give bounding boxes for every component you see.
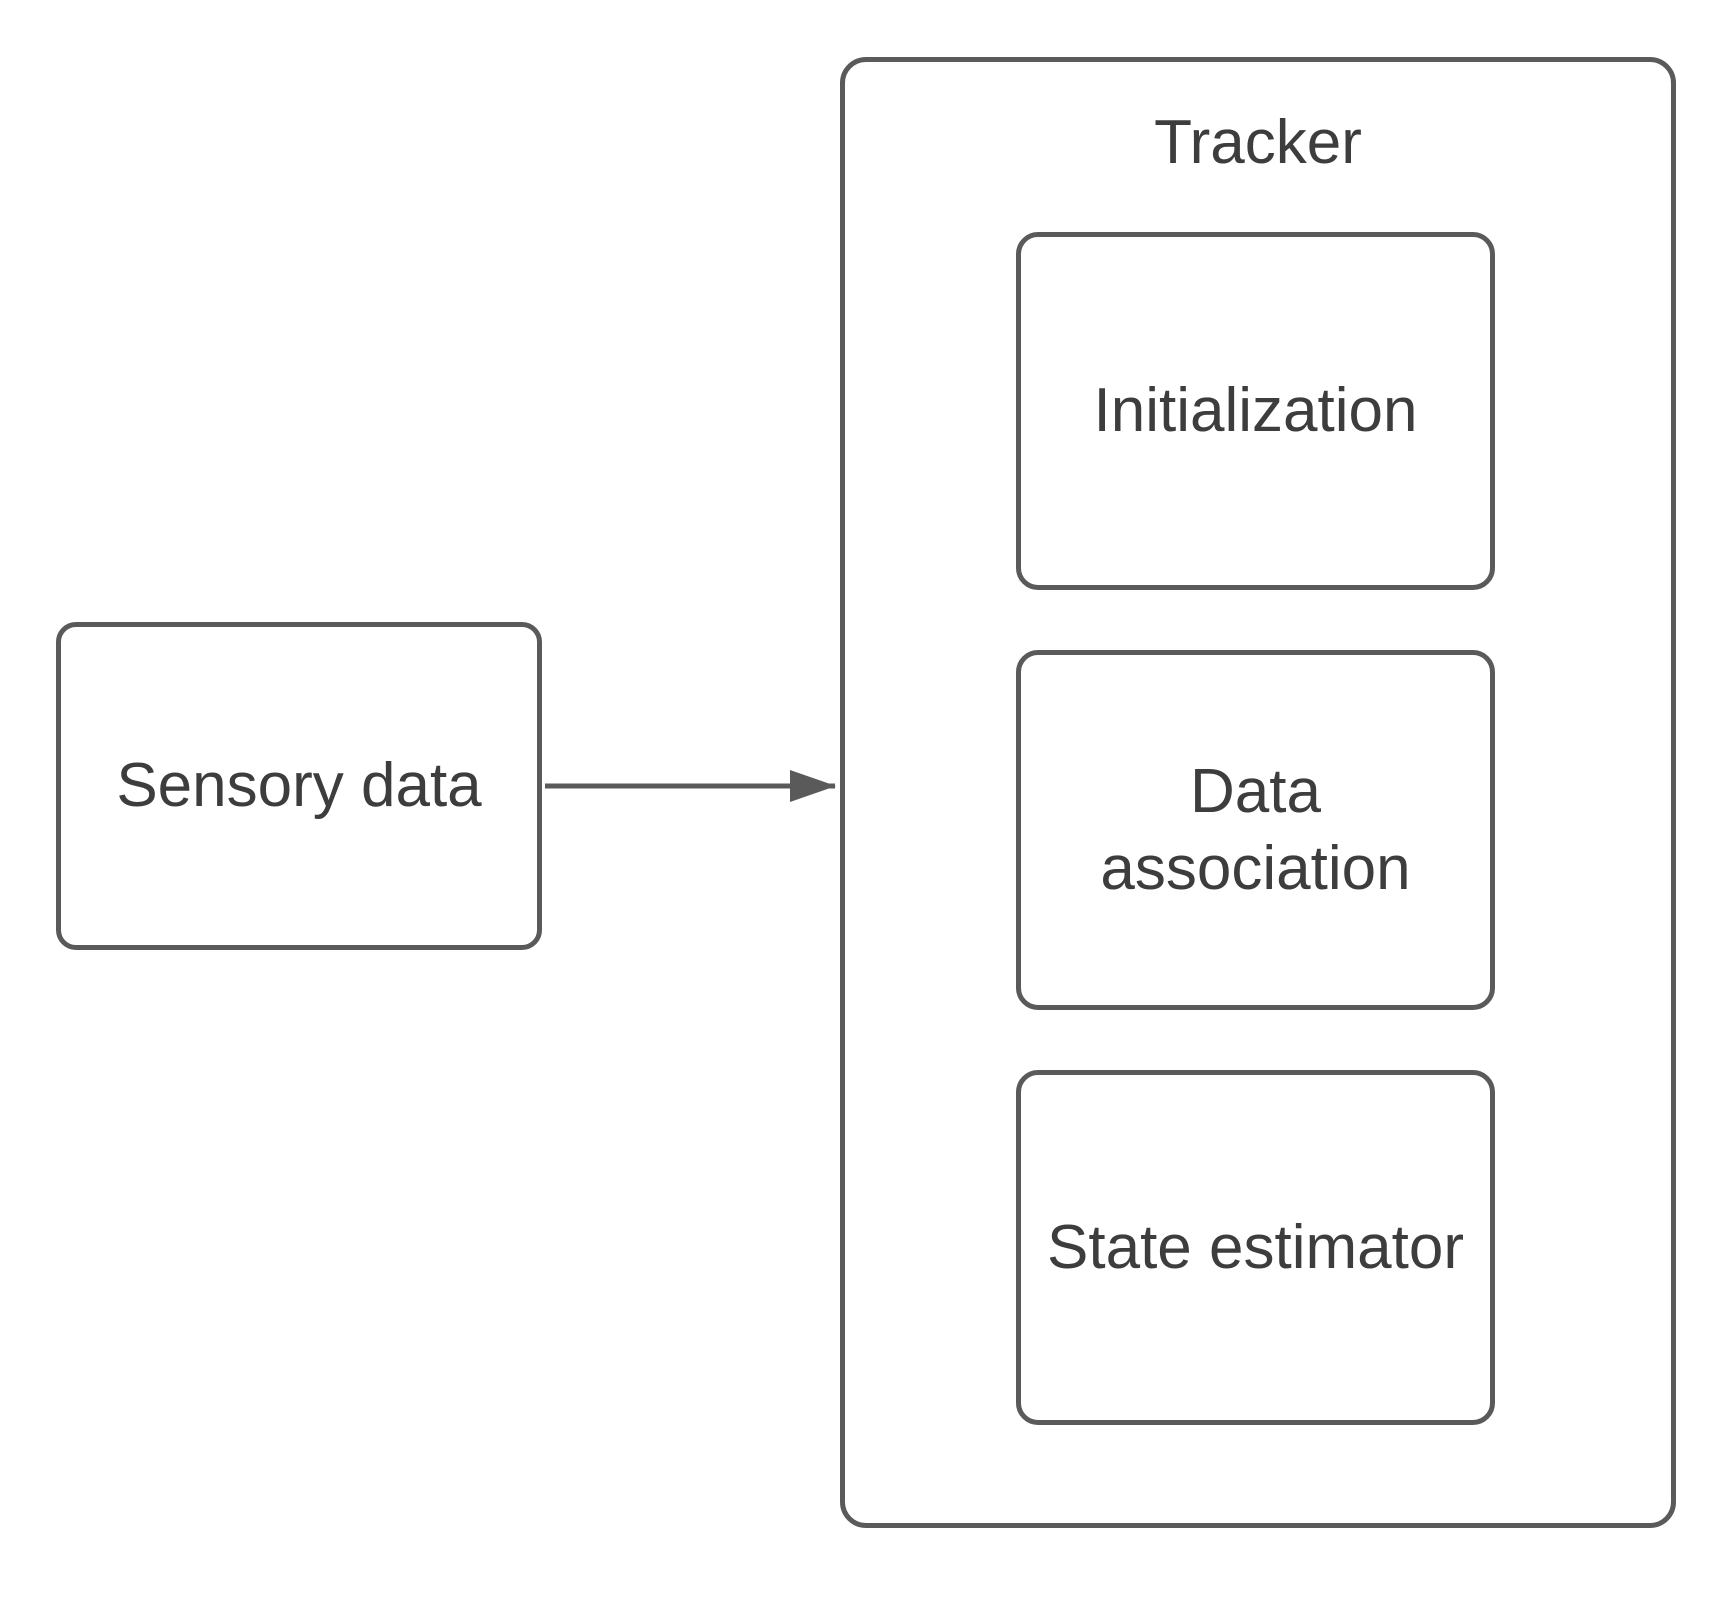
state-estimator-label: State estimator <box>1047 1212 1464 1282</box>
sensory-data-label: Sensory data <box>116 751 482 821</box>
data-association-box: Data association <box>1016 650 1495 1010</box>
sensory-data-box: Sensory data <box>56 622 542 950</box>
initialization-box: Initialization <box>1016 232 1495 590</box>
tracker-title: Tracker <box>1154 108 1362 177</box>
state-estimator-box: State estimator <box>1016 1070 1495 1425</box>
data-association-label: Data association <box>1100 756 1411 904</box>
initialization-label: Initialization <box>1093 376 1418 446</box>
